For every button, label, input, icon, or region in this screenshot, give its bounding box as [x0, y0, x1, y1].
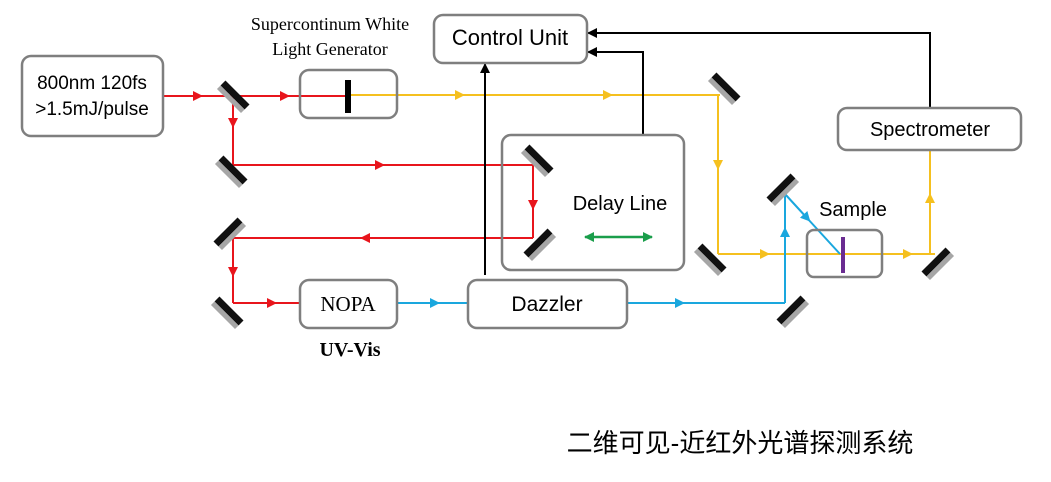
delay-line-label: Delay Line	[573, 193, 668, 215]
mirror-icon	[766, 173, 800, 207]
sc-generator-label1: Supercontinum White	[251, 14, 409, 34]
nopa-box: NOPA UV-Vis	[298, 278, 399, 361]
nopa-label: NOPA	[320, 292, 376, 316]
mirror-icon	[776, 295, 810, 329]
delay-line-box: Delay Line	[500, 133, 686, 272]
mirror-icon	[921, 247, 955, 281]
sample-cuvette	[841, 237, 845, 273]
laser-source: 800nm 120fs >1.5mJ/pulse	[20, 54, 165, 138]
spectrometer-control-line	[587, 28, 931, 108]
laser-line1: 800nm 120fs	[37, 73, 147, 94]
control-lines	[480, 28, 931, 275]
nopa-sublabel: UV-Vis	[319, 339, 380, 361]
mirror-icon	[214, 155, 248, 189]
control-unit-label: Control Unit	[452, 25, 568, 50]
laser-line2: >1.5mJ/pulse	[35, 99, 149, 120]
mirror-icon	[693, 243, 727, 277]
sc-generator-label2: Light Generator	[272, 39, 387, 59]
dazzler-label: Dazzler	[511, 293, 582, 316]
uv-beam-paths	[397, 193, 841, 308]
caption: 二维可见-近红外光谱探测系统	[567, 428, 914, 458]
mirror-icon	[213, 217, 247, 251]
mirror-icon	[707, 72, 741, 106]
sample-label: Sample	[819, 199, 887, 221]
spectrometer-label: Spectrometer	[870, 119, 990, 141]
delay-mirror-icon	[523, 228, 557, 262]
sc-generator: Supercontinum White Light Generator	[251, 14, 409, 120]
control-unit-box: Control Unit	[432, 13, 589, 65]
mirror-icon	[210, 296, 244, 330]
delay-mirror-icon	[520, 144, 554, 178]
pump-beam-paths	[163, 91, 538, 308]
uv-beam-arrow	[784, 193, 811, 222]
dazzler-box: Dazzler	[466, 278, 629, 330]
delay-control-line	[587, 47, 644, 135]
sample-box: Sample	[805, 199, 887, 279]
spectrometer-box: Spectrometer	[836, 106, 1023, 152]
sc-crystal	[345, 80, 351, 113]
